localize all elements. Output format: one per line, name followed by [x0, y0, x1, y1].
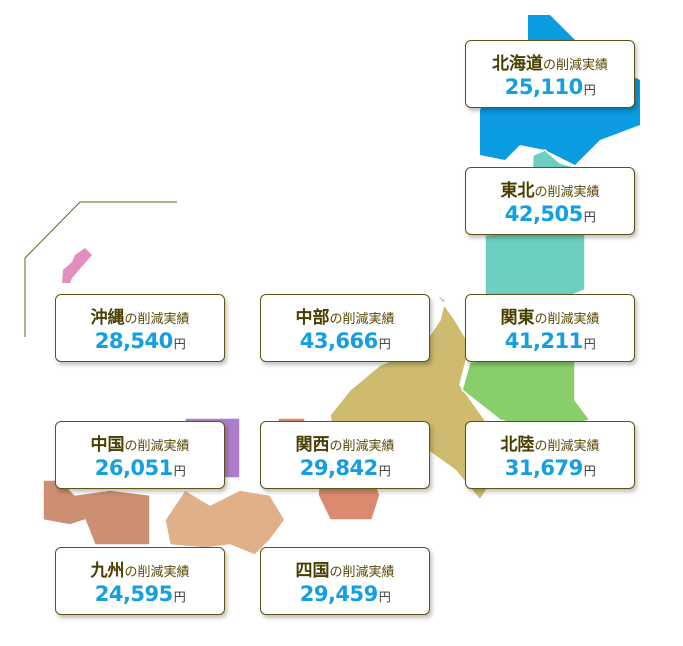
region-value: 42,505 [504, 202, 584, 226]
region-name: 関西 [295, 435, 330, 455]
region-card-kanto[interactable]: 関東の削減実績 41,211円 [465, 294, 635, 362]
unit: 円 [378, 464, 391, 478]
label-suffix: の削減実績 [124, 565, 190, 580]
map-shikoku[interactable] [164, 488, 286, 556]
region-name: 東北 [500, 181, 535, 201]
label-suffix: の削減実績 [534, 312, 600, 327]
unit: 円 [378, 590, 391, 604]
unit: 円 [583, 210, 596, 224]
region-name: 九州 [90, 561, 125, 581]
region-value: 28,540 [94, 329, 174, 353]
region-name: 北陸 [500, 435, 535, 455]
region-card-chubu[interactable]: 中部の削減実績 43,666円 [260, 294, 430, 362]
label-suffix: の削減実績 [124, 439, 190, 454]
region-value: 29,842 [299, 456, 379, 480]
okinawa-frame-line [24, 201, 177, 337]
region-name: 中国 [90, 435, 125, 455]
label-suffix: の削減実績 [329, 565, 395, 580]
region-card-hokkaido[interactable]: 北海道の削減実績 25,110円 [465, 40, 635, 108]
region-value: 31,679 [504, 456, 584, 480]
label-suffix: の削減実績 [329, 439, 395, 454]
region-value: 43,666 [299, 329, 379, 353]
region-card-shikoku[interactable]: 四国の削減実績 29,459円 [260, 547, 430, 615]
label-suffix: の削減実績 [534, 185, 600, 200]
map-okinawa[interactable] [62, 248, 92, 283]
region-name: 北海道 [491, 54, 543, 74]
region-name: 四国 [295, 561, 330, 581]
region-value: 25,110 [504, 75, 584, 99]
label-suffix: の削減実績 [124, 312, 190, 327]
region-card-okinawa[interactable]: 沖縄の削減実績 28,540円 [55, 294, 225, 362]
region-card-hokuriku[interactable]: 北陸の削減実績 31,679円 [465, 421, 635, 489]
region-card-kyushu[interactable]: 九州の削減実績 24,595円 [55, 547, 225, 615]
unit: 円 [173, 590, 186, 604]
unit: 円 [583, 337, 596, 351]
label-suffix: の削減実績 [542, 58, 608, 73]
unit: 円 [173, 337, 186, 351]
label-suffix: の削減実績 [329, 312, 395, 327]
region-name: 中部 [295, 308, 330, 328]
unit: 円 [378, 337, 391, 351]
unit: 円 [173, 464, 186, 478]
region-value: 24,595 [94, 582, 174, 606]
unit: 円 [583, 464, 596, 478]
region-card-tohoku[interactable]: 東北の削減実績 42,505円 [465, 167, 635, 235]
region-value: 26,051 [94, 456, 174, 480]
region-name: 関東 [500, 308, 535, 328]
region-name: 沖縄 [90, 308, 125, 328]
region-value: 29,459 [299, 582, 379, 606]
region-card-chugoku[interactable]: 中国の削減実績 26,051円 [55, 421, 225, 489]
map-kyushu[interactable] [42, 479, 151, 546]
unit: 円 [583, 83, 596, 97]
region-value: 41,211 [504, 329, 584, 353]
region-card-kansai[interactable]: 関西の削減実績 29,842円 [260, 421, 430, 489]
label-suffix: の削減実績 [534, 439, 600, 454]
